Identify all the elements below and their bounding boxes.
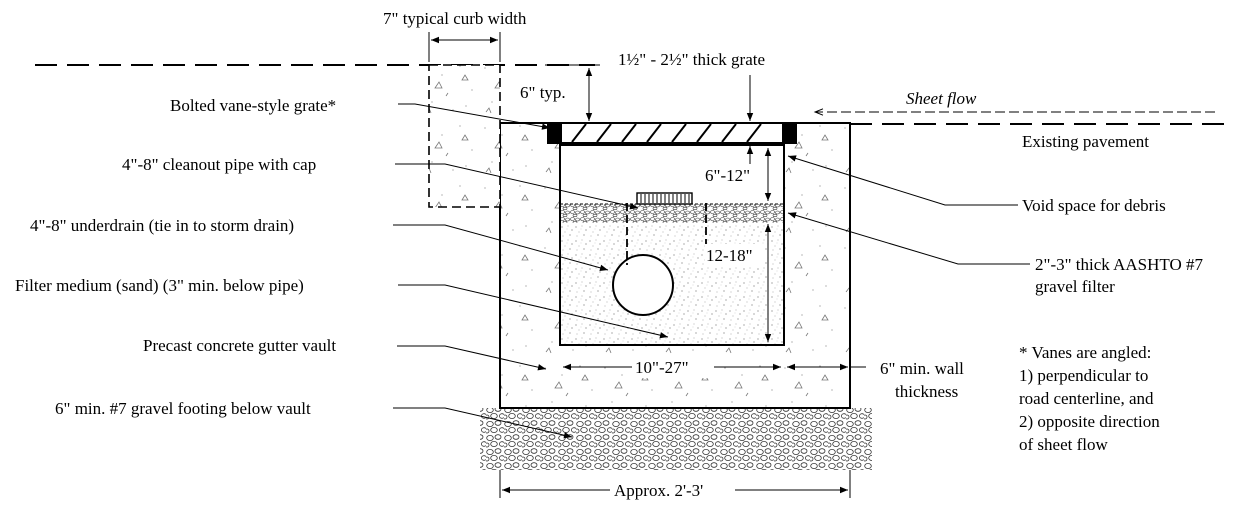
grate-thickness-label: 1½" - 2½" thick grate bbox=[618, 50, 765, 69]
underdrain-pipe bbox=[612, 254, 674, 316]
gravel-footing bbox=[480, 408, 872, 470]
callout-gravel-line1: 2"-3" thick AASHTO #7 bbox=[1035, 255, 1203, 274]
curb-outline bbox=[428, 64, 501, 208]
leader-void bbox=[787, 155, 1018, 206]
callout-cleanout: 4"-8" cleanout pipe with cap bbox=[122, 155, 316, 174]
grate-bolt-right bbox=[782, 123, 796, 143]
callout-pavement: Existing pavement bbox=[1022, 132, 1149, 151]
overall-width-label: Approx. 2'-3' bbox=[614, 481, 703, 500]
grate-vanes bbox=[571, 123, 762, 143]
callout-gravel-line2: gravel filter bbox=[1035, 277, 1115, 296]
leader-vault bbox=[397, 345, 547, 371]
gravel-filter-layer bbox=[561, 204, 783, 223]
media-depth-label: 12-18" bbox=[706, 246, 753, 265]
grate-bolt-left bbox=[548, 123, 562, 143]
callout-vault: Precast concrete gutter vault bbox=[143, 336, 336, 355]
sheet-flow-label: Sheet flow bbox=[906, 89, 977, 108]
note-line2: 1) perpendicular to bbox=[1019, 366, 1148, 385]
note-line1: * Vanes are angled: bbox=[1019, 343, 1151, 362]
callout-grate: Bolted vane-style grate* bbox=[170, 96, 336, 115]
inner-width-label: 10"-27" bbox=[635, 358, 689, 377]
leader-filter bbox=[398, 284, 669, 339]
callout-void: Void space for debris bbox=[1022, 196, 1166, 215]
leader-footing bbox=[393, 407, 573, 439]
note-line5: of sheet flow bbox=[1019, 435, 1108, 454]
leader-gravel bbox=[787, 212, 1030, 265]
callout-wall-line1: 6" min. wall bbox=[880, 359, 964, 378]
leader-cleanout bbox=[395, 163, 639, 210]
void-depth-label: 6"-12" bbox=[705, 166, 750, 185]
callout-footing: 6" min. #7 gravel footing below vault bbox=[55, 399, 311, 418]
leader-underdrain bbox=[393, 224, 609, 271]
callout-wall-line2: thickness bbox=[895, 382, 958, 401]
curb-width-label: 7" typical curb width bbox=[383, 9, 527, 28]
callout-underdrain: 4"-8" underdrain (tie in to storm drain) bbox=[30, 216, 294, 235]
leader-grate bbox=[398, 103, 551, 130]
callout-filter: Filter medium (sand) (3" min. below pipe… bbox=[15, 276, 304, 295]
note-line3: road centerline, and bbox=[1019, 389, 1154, 408]
typ-6-label: 6" typ. bbox=[520, 83, 566, 102]
note-line4: 2) opposite direction bbox=[1019, 412, 1160, 431]
